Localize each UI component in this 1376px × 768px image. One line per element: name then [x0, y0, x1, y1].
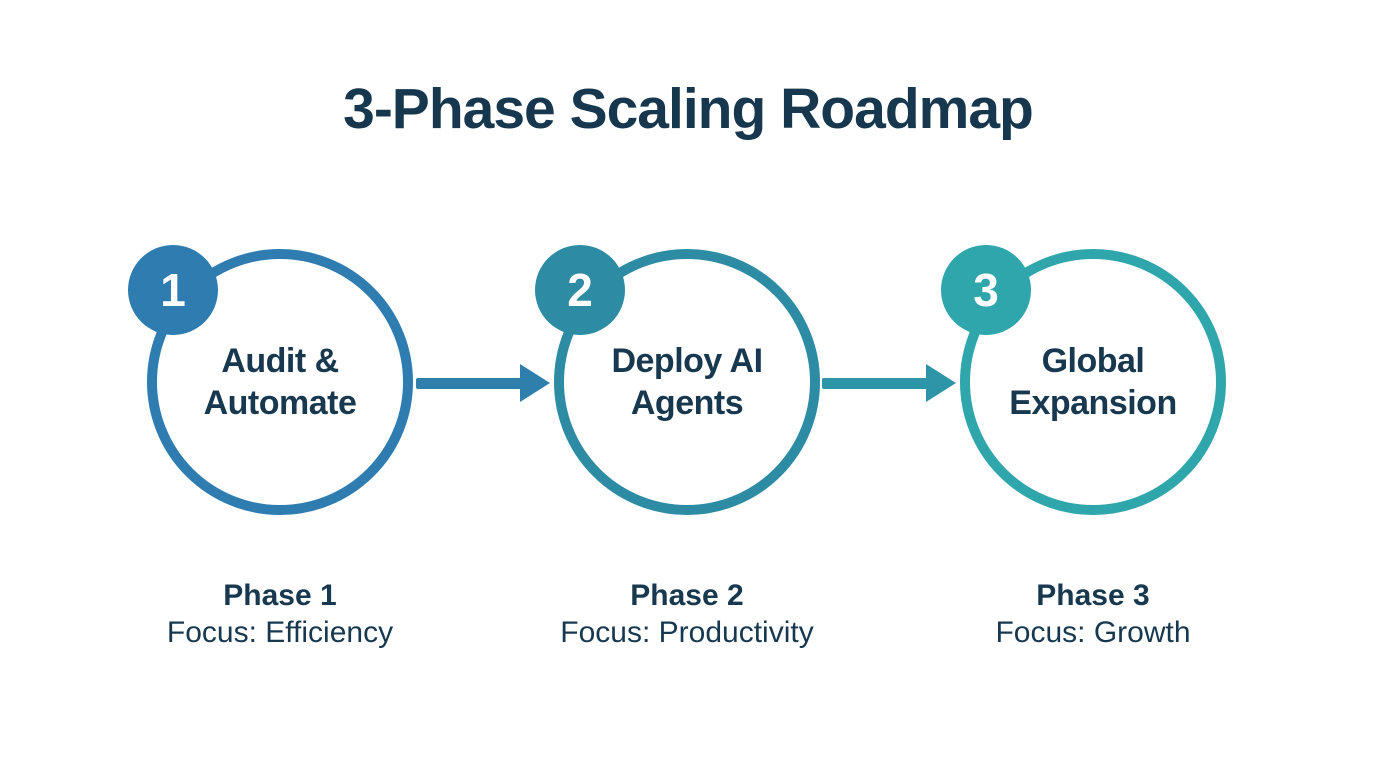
phase-3-caption-title: Phase 3 — [1036, 579, 1150, 612]
phase-1-label-line-1: Audit & — [221, 342, 339, 380]
connector-arrow-1-to-2 — [416, 363, 550, 403]
phase-1-label-line-2: Automate — [203, 384, 357, 422]
arrow-head-icon — [520, 364, 550, 402]
page-title: 3-Phase Scaling Roadmap — [343, 77, 1034, 141]
arrow-head-icon — [926, 364, 956, 402]
phase-3-node: Global Expansion 3 — [941, 245, 1226, 515]
phase-3-number-badge: 3 — [941, 245, 1031, 335]
phase-1-caption-focus: Focus: Efficiency — [166, 616, 394, 649]
phase-2-node: Deploy AI Agents 2 — [535, 245, 820, 515]
phase-2-label-line-2: Agents — [630, 384, 744, 422]
connector-arrow-2-to-3 — [822, 363, 956, 403]
phase-1-node: Audit & Automate 1 — [128, 245, 413, 515]
phase-2-caption-focus: Focus: Productivity — [560, 616, 814, 649]
phase-3-circle: Global Expansion — [960, 249, 1226, 515]
phase-1-number: 1 — [160, 264, 186, 316]
phase-2-number-badge: 2 — [535, 245, 625, 335]
phase-1-caption: Phase 1 Focus: Efficiency — [120, 577, 440, 652]
phase-2-circle-label: Deploy AI Agents — [611, 340, 763, 424]
phase-3-circle-label: Global Expansion — [1009, 340, 1177, 424]
phase-2-caption: Phase 2 Focus: Productivity — [527, 577, 847, 652]
phase-3-number: 3 — [973, 264, 999, 316]
phase-1-caption-title: Phase 1 — [223, 579, 337, 612]
arrow-shaft — [822, 377, 930, 389]
phase-3-caption: Phase 3 Focus: Growth — [933, 577, 1253, 652]
phase-2-number: 2 — [567, 264, 593, 316]
arrow-shaft — [416, 377, 524, 389]
phase-2-circle: Deploy AI Agents — [554, 249, 820, 515]
phase-1-circle-label: Audit & Automate — [204, 340, 357, 424]
phase-2-label-line-1: Deploy AI — [611, 342, 763, 380]
phase-3-label-line-2: Expansion — [1009, 384, 1177, 422]
phase-2-caption-title: Phase 2 — [630, 579, 744, 612]
phase-3-label-line-1: Global — [1041, 342, 1145, 380]
phase-1-number-badge: 1 — [128, 245, 218, 335]
phase-1-circle: Audit & Automate — [147, 249, 413, 515]
phase-3-caption-focus: Focus: Growth — [995, 616, 1191, 649]
